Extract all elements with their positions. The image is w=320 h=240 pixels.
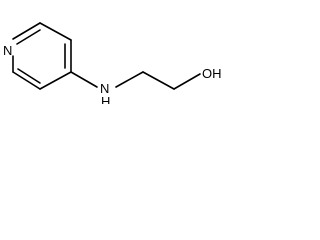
ring-nitrogen-label: N (3, 43, 12, 58)
molecule-structure: N N H OH (3, 22, 222, 104)
bond-ch2-ch2 (142, 71, 175, 90)
bond-c4-c5 (39, 71, 72, 90)
amine-nitrogen-label: N (100, 81, 109, 96)
double-bond-n1-c2 (16, 29, 41, 45)
hydroxyl-label: OH (202, 66, 222, 81)
bond-c5-c6 (12, 71, 41, 90)
double-bond-c5-c6 (17, 68, 41, 84)
pyridine-ring (12, 22, 72, 90)
bond-n1-c2 (12, 22, 41, 40)
bond-c4-nh (70, 71, 98, 88)
bond-c2-c3 (39, 22, 72, 41)
bond-ch2-oh (173, 73, 201, 90)
amine-hydrogen-label: H (101, 94, 110, 104)
aminoethanol-chain (70, 71, 201, 90)
bond-nh-ch2 (115, 71, 144, 88)
